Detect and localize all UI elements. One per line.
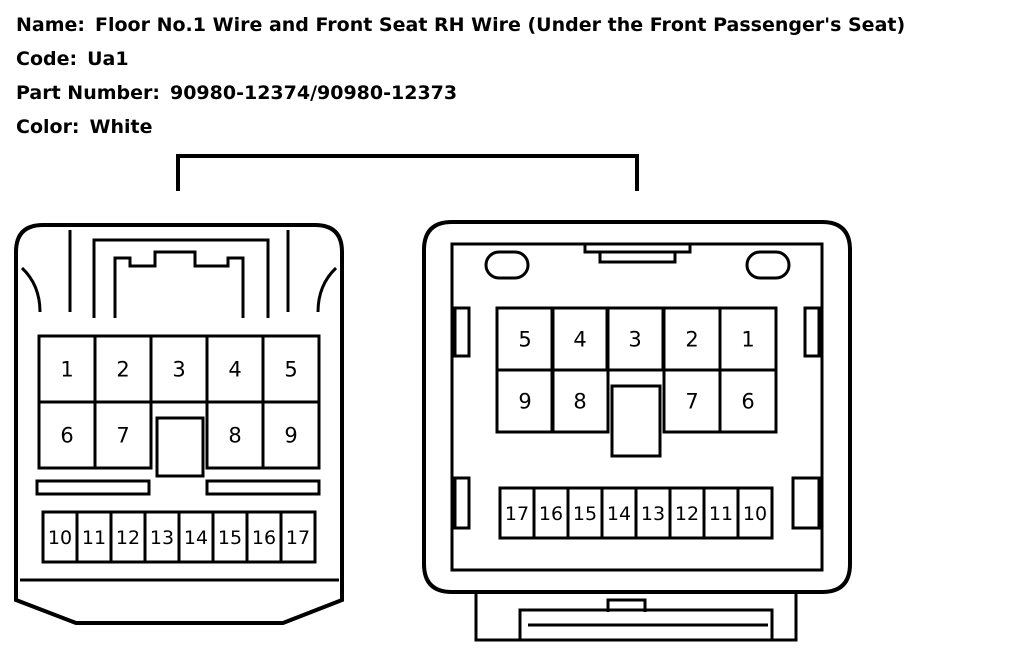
right-pin-label-5: 5 (518, 328, 531, 352)
left-pin-label-16: 16 (252, 527, 276, 549)
right-pin-label-3: 3 (628, 328, 641, 352)
left-pin-label-13: 13 (150, 527, 174, 549)
name-line: Name: Floor No.1 Wire and Front Seat RH W… (16, 14, 905, 36)
name-value: Floor No.1 Wire and Front Seat RH Wire (… (95, 14, 906, 36)
left-latch (113, 250, 245, 318)
right-connector-body (422, 220, 852, 594)
right-pin-label-6: 6 (741, 390, 754, 414)
right-pin-label-4: 4 (573, 328, 586, 352)
left-key-slot (155, 416, 205, 478)
right-key-slot (610, 384, 662, 458)
right-connector: 5 4 3 2 1 9 8 7 6 17 16 15 14 13 12 11 10 (422, 220, 852, 642)
left-pin-label-2: 2 (116, 358, 129, 382)
name-label: Name: (16, 14, 86, 36)
right-pin-label-11: 11 (709, 503, 733, 525)
right-pin-label-12: 12 (675, 503, 699, 525)
part-number-line: Part Number: 90980-12374/90980-12373 (16, 82, 457, 104)
left-latch-frame (92, 238, 270, 318)
right-pin-cell-8 (550, 368, 610, 434)
right-pin-label-16: 16 (539, 503, 563, 525)
color-value: White (89, 116, 153, 138)
left-pin-label-5: 5 (284, 358, 297, 382)
left-pin-label-11: 11 (82, 527, 106, 549)
left-slot-right (205, 479, 321, 496)
right-pin-label-14: 14 (607, 503, 631, 525)
pairing-bracket (176, 154, 639, 191)
code-line: Code: Ua1 (16, 48, 129, 70)
right-bottom-latch (474, 592, 798, 642)
right-pin-label-17: 17 (505, 503, 529, 525)
left-pin-label-9: 9 (284, 424, 297, 448)
right-pin-label-9: 9 (518, 390, 531, 414)
right-pin-label-8: 8 (573, 390, 586, 414)
right-pin-label-15: 15 (573, 503, 597, 525)
left-pin-label-6: 6 (60, 424, 73, 448)
left-pin-label-3: 3 (172, 358, 185, 382)
code-label: Code: (16, 48, 78, 70)
left-slot-left (35, 479, 151, 496)
left-pin-cell-7 (93, 400, 153, 470)
left-pin-label-12: 12 (116, 527, 140, 549)
left-pin-cell-9 (261, 400, 321, 470)
right-side-tab-left-lower (453, 476, 471, 530)
right-side-tab-left-upper (453, 306, 471, 358)
right-top-latch (583, 244, 692, 264)
left-pin-label-1: 1 (60, 358, 73, 382)
right-hole-right (745, 250, 791, 280)
right-side-tab-right-upper (803, 306, 821, 358)
right-pin-cell-6 (718, 368, 778, 434)
left-pin-label-15: 15 (218, 527, 242, 549)
left-pin-label-7: 7 (116, 424, 129, 448)
left-pin-label-14: 14 (184, 527, 208, 549)
left-pin-cell-17 (279, 510, 317, 564)
color-line: Color: White (16, 116, 153, 138)
left-latch-rails (68, 230, 290, 312)
right-pin-label-1: 1 (741, 328, 754, 352)
right-pin-cell-10 (736, 486, 774, 540)
right-pin-label-2: 2 (685, 328, 698, 352)
right-pin-label-7: 7 (685, 390, 698, 414)
right-side-tab-right-lower (791, 476, 821, 530)
part-number-value: 90980-12374/90980-12373 (169, 82, 458, 104)
left-pin-label-17: 17 (286, 527, 310, 549)
right-hole-left (484, 250, 530, 280)
left-connector-body (14, 223, 344, 625)
left-pin-label-8: 8 (228, 424, 241, 448)
color-label: Color: (16, 116, 80, 138)
right-inner-frame (450, 242, 824, 572)
left-side-curves (20, 266, 338, 313)
right-pin-label-13: 13 (641, 503, 665, 525)
right-pin-label-10: 10 (743, 503, 767, 525)
left-pin-label-4: 4 (228, 358, 241, 382)
left-pin-label-10: 10 (48, 527, 72, 549)
part-number-label: Part Number: (16, 82, 160, 104)
code-value: Ua1 (87, 48, 129, 70)
